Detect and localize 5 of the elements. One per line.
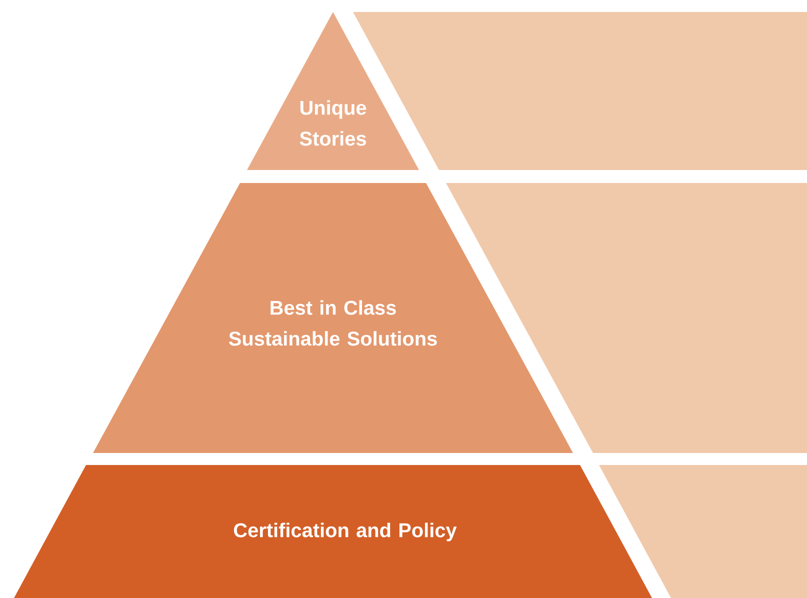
side-panel	[599, 464, 807, 598]
pyramid-tier: Unique Stories	[247, 12, 419, 170]
side-panel	[446, 182, 807, 453]
pyramid-tier: Best in Class Sustainable Solutions	[93, 182, 573, 453]
pyramid-tier: Certification and Policy	[14, 464, 652, 598]
